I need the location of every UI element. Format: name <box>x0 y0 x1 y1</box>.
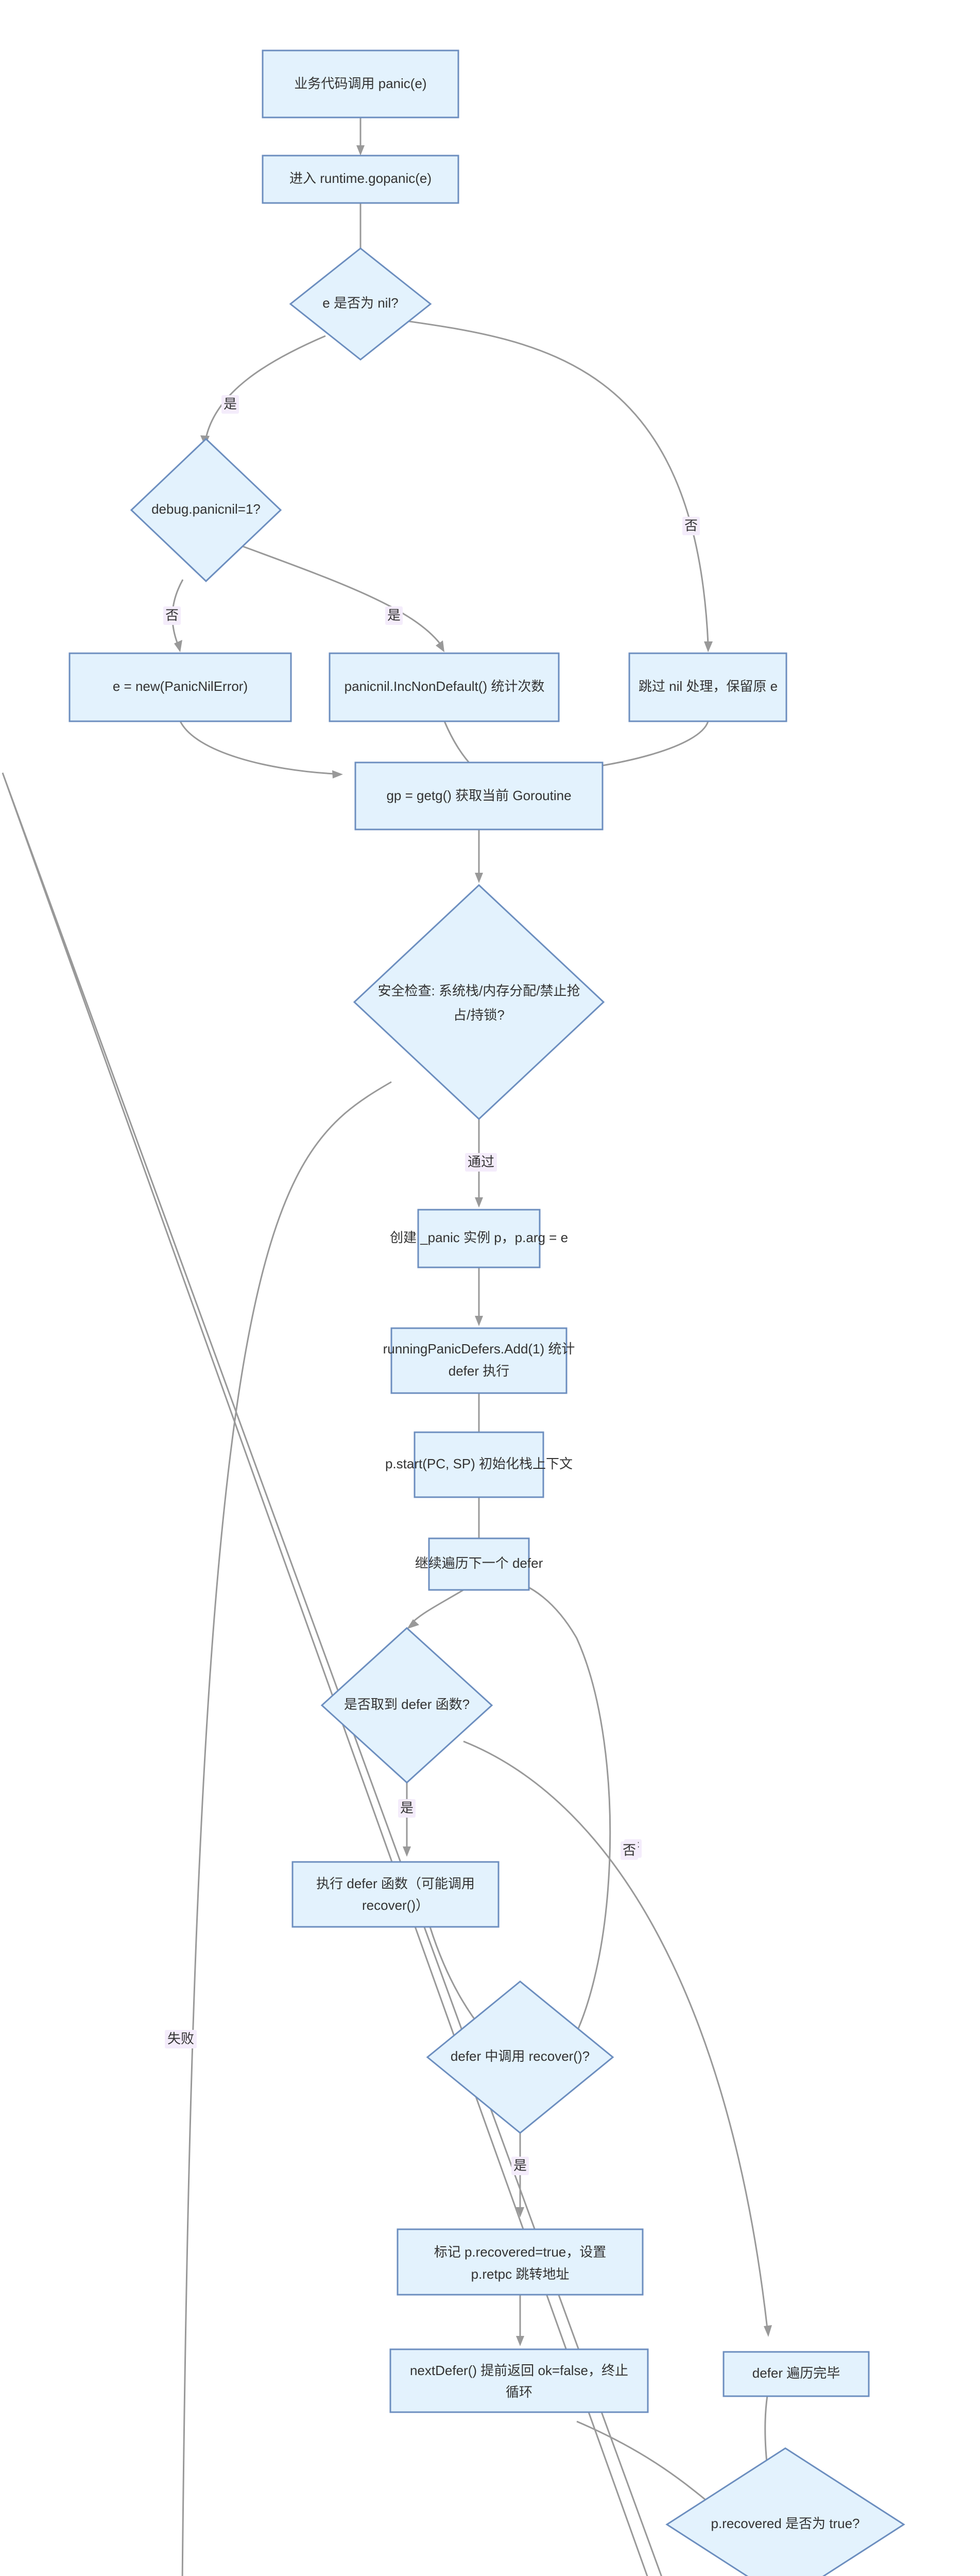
node-n15[interactable]: 执行 defer 函数（可能调用 recover()） <box>291 1861 500 1928</box>
edge-n3-n4 <box>200 335 326 446</box>
edge-n1-n2 <box>356 117 365 156</box>
edge-label-n4-n5: 否 <box>163 606 181 625</box>
edge-n14-n19 <box>463 1740 772 2337</box>
node-n5[interactable]: e = new(PanicNilError) <box>68 652 292 722</box>
node-n3[interactable]: e 是否为 nil? <box>289 247 432 361</box>
node-label: e 是否为 nil? <box>322 295 398 311</box>
edge-n3-n7 <box>395 318 713 652</box>
node-label: panicnil.IncNonDefault() 统计次数 <box>345 679 545 694</box>
node-n8[interactable]: gp = getg() 获取当前 Goroutine <box>354 761 604 831</box>
node-n9[interactable]: 安全检查: 系统栈/内存分配/禁止抢 占/持锁? <box>353 884 605 1121</box>
edge-label-n4-n6: 是 <box>385 606 403 625</box>
node-n1[interactable]: 业务代码调用 panic(e) <box>262 49 459 118</box>
node-label-line2: 占/持锁? <box>453 1007 505 1023</box>
edge-label-text: 通过 <box>468 1154 494 1170</box>
node-label-line1: runningPanicDefers.Add(1) 统计 <box>383 1341 575 1357</box>
edge-n5-n8 <box>179 721 343 778</box>
node-label: 创建 _panic 实例 p，p.arg = e <box>390 1230 568 1245</box>
node-n12[interactable]: p.start(PC, SP) 初始化栈上下文 <box>385 1431 573 1498</box>
node-label: p.start(PC, SP) 初始化栈上下文 <box>385 1456 573 1471</box>
node-label: defer 中调用 recover()? <box>451 2048 590 2064</box>
edge-n21-n22 <box>2 772 662 2576</box>
edge-layer <box>2 117 775 2576</box>
edge-label-layer: 是 否 否 是 通过 失败 <box>163 395 700 2175</box>
node-label: 继续遍历下一个 defer <box>415 1555 543 1571</box>
node-label: 是否取到 defer 函数? <box>344 1697 470 1712</box>
edge-n8-n9 <box>475 829 483 883</box>
node-n14[interactable]: 是否取到 defer 函数? <box>320 1626 493 1784</box>
edge-label-n16-n17: 是 <box>511 2157 529 2175</box>
node-label: defer 遍历完毕 <box>752 2365 840 2381</box>
node-label: debug.panicnil=1? <box>151 501 261 517</box>
edge-label-text: 是 <box>387 607 401 623</box>
node-n17[interactable]: 标记 p.recovered=true，设置 p.retpc 跳转地址 <box>397 2228 644 2296</box>
edge-label-text: 否 <box>684 518 698 533</box>
node-n6[interactable]: panicnil.IncNonDefault() 统计次数 <box>329 652 560 722</box>
node-label: 跳过 nil 处理，保留原 e <box>639 679 778 694</box>
node-n18[interactable]: nextDefer() 提前返回 ok=false，终止 循环 <box>389 2348 649 2413</box>
edge-label-text: 是 <box>400 1800 414 1816</box>
node-label: p.recovered 是否为 true? <box>711 2516 859 2531</box>
node-label-line1: 标记 p.recovered=true，设置 <box>434 2244 607 2260</box>
node-label: 业务代码调用 panic(e) <box>294 76 426 91</box>
node-n13[interactable]: 继续遍历下一个 defer <box>415 1537 543 1591</box>
edge-label-n9-n25: 失败 <box>165 2030 197 2048</box>
node-label: 进入 runtime.gopanic(e) <box>289 171 432 186</box>
node-label: e = new(PanicNilError) <box>113 679 248 694</box>
edge-label-text: 否 <box>623 1842 636 1858</box>
edge-label-text: 是 <box>223 396 237 412</box>
edge-n10-n11 <box>475 1262 483 1326</box>
node-n4[interactable]: debug.panicnil=1? <box>130 437 282 583</box>
edge-n4-n6 <box>242 545 444 652</box>
node-label-line2: p.retpc 跳转地址 <box>471 2266 570 2282</box>
edge-label-text: 否 <box>165 607 179 623</box>
edge-label-n3-n4: 是 <box>221 395 239 414</box>
edge-label-text: 是 <box>513 2158 527 2173</box>
node-n19[interactable]: defer 遍历完毕 <box>723 2351 870 2397</box>
node-n10[interactable]: 创建 _panic 实例 p，p.arg = e <box>390 1209 568 1268</box>
edge-label-text: 失败 <box>167 2031 194 2046</box>
edge-label-n16-n13: 否 <box>621 1841 638 1860</box>
node-n20[interactable]: p.recovered 是否为 true? <box>665 2447 905 2576</box>
node-n2[interactable]: 进入 runtime.gopanic(e) <box>262 155 459 204</box>
node-label-line1: 安全检查: 系统栈/内存分配/禁止抢 <box>378 983 580 998</box>
edge-n13-n14 <box>407 1589 464 1629</box>
edge-label-n3-n7: 否 <box>682 517 700 535</box>
edge-label-n14-n15: 是 <box>398 1799 416 1818</box>
edge-n9-n25 <box>181 1081 392 2576</box>
edge-n14-n15 <box>403 1783 411 1857</box>
edge-label-n9-n10: 通过 <box>465 1153 497 1172</box>
node-label-line2: 循环 <box>506 2384 532 2400</box>
node-layer: 业务代码调用 panic(e) 进入 runtime.gopanic(e) e … <box>68 49 905 2576</box>
node-label: gp = getg() 获取当前 Goroutine <box>386 788 571 803</box>
node-n7[interactable]: 跳过 nil 处理，保留原 e <box>628 652 787 722</box>
node-n16[interactable]: defer 中调用 recover()? <box>426 1980 614 2134</box>
node-label-line2: recover()） <box>362 1897 429 1913</box>
edge-n17-n18 <box>516 2293 524 2346</box>
edge-n18-n20 <box>576 2420 717 2509</box>
node-label-line2: defer 执行 <box>449 1363 510 1379</box>
node-label-line1: nextDefer() 提前返回 ok=false，终止 <box>410 2363 628 2378</box>
node-n11[interactable]: runningPanicDefers.Add(1) 统计 defer 执行 <box>383 1327 575 1394</box>
node-label-line1: 执行 defer 函数（可能调用 <box>316 1876 475 1891</box>
